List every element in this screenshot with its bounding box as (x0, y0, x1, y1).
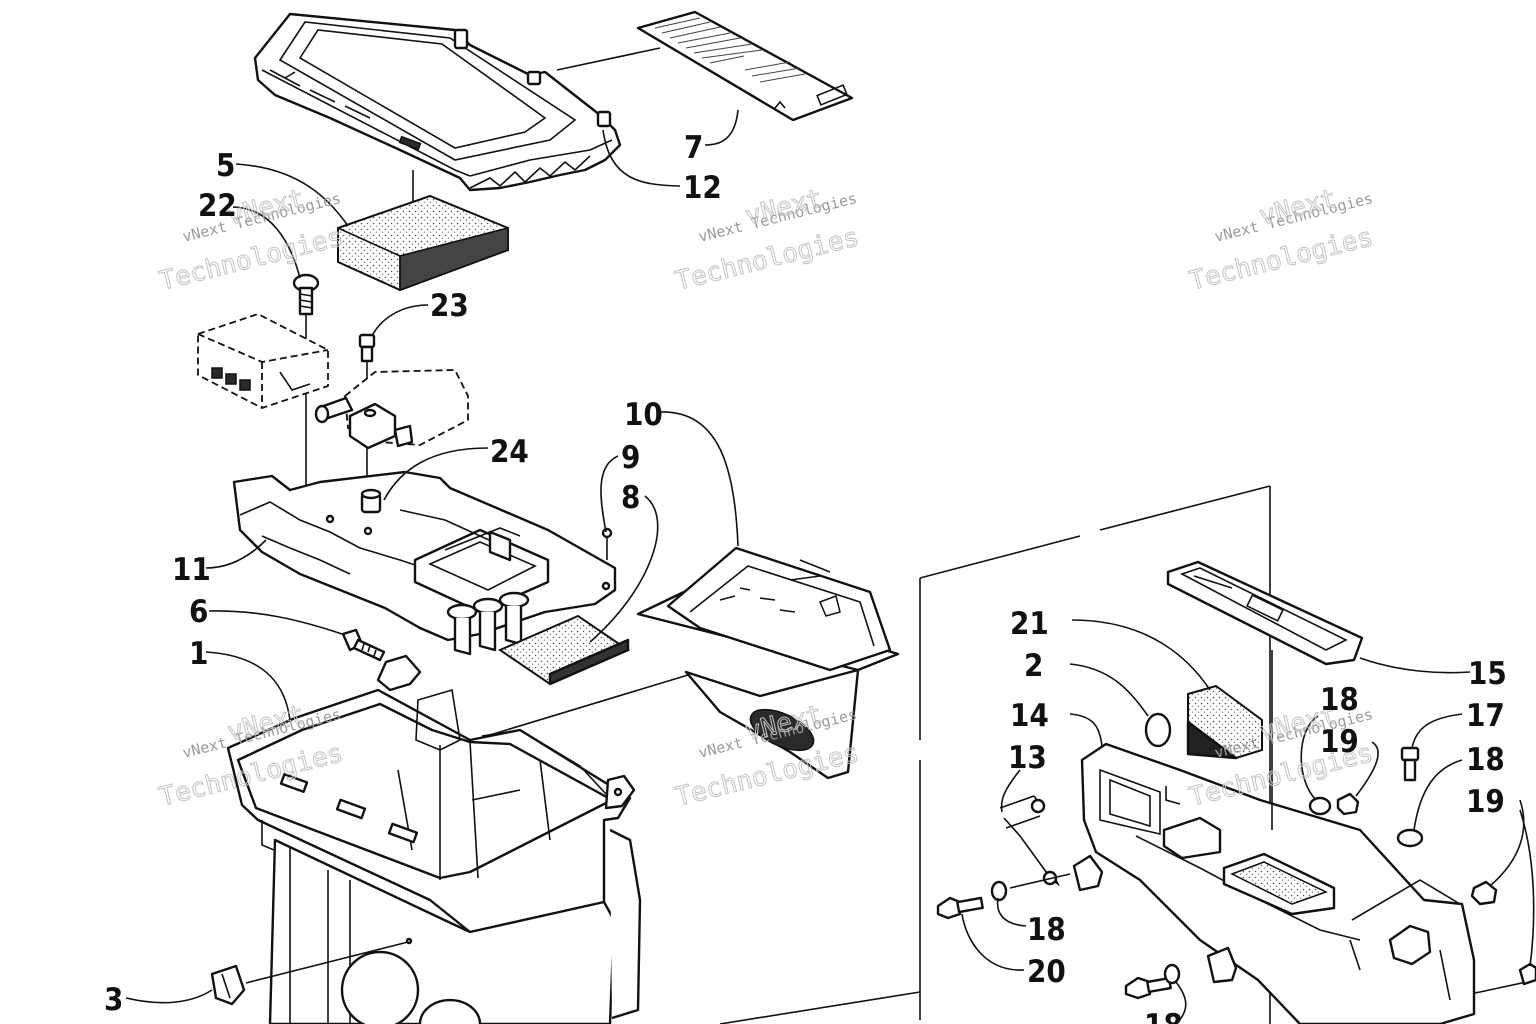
part-19-nut-b (1470, 880, 1498, 906)
part-10-intake-silencer (636, 546, 900, 780)
part-18-washer-b (1396, 828, 1424, 848)
callout-13: 13 (1008, 740, 1047, 776)
callout-9: 9 (621, 440, 640, 476)
callout-5: 5 (216, 148, 235, 184)
callout-18-d: 18 (1144, 1008, 1183, 1024)
part-5-foam-filter (337, 194, 509, 292)
part-grommet-a (1072, 854, 1104, 892)
part-18-washer-c (990, 880, 1008, 902)
callout-17: 17 (1466, 698, 1505, 734)
part-22-screw (292, 273, 320, 316)
part-13-rod (999, 795, 1061, 887)
part-11-electrical-tray (232, 470, 617, 656)
callout-18-b: 18 (1466, 742, 1505, 778)
callout-1: 1 (189, 636, 208, 672)
part-17-bolt (1400, 746, 1420, 782)
callout-23: 23 (430, 288, 469, 324)
cdi-module-outline (197, 313, 329, 409)
callout-10: 10 (624, 397, 663, 433)
callout-3: 3 (104, 982, 123, 1018)
callout-7: 7 (684, 130, 703, 166)
air-box-lower-body (268, 828, 642, 1024)
part-7-decal-label (636, 10, 854, 122)
callout-11: 11 (172, 552, 211, 588)
part-12-air-box-cover (253, 12, 622, 192)
part-21-foam-pad (1186, 684, 1263, 760)
callout-19-a: 19 (1320, 724, 1359, 760)
part-9-screw (601, 527, 613, 560)
part-19-nut-a (1336, 792, 1360, 816)
part-18-washer-a (1308, 796, 1332, 816)
part-15-gasket (1166, 560, 1364, 666)
callout-2: 2 (1024, 648, 1043, 684)
callout-labels: 5 22 7 12 23 10 24 9 8 11 6 1 3 21 2 14 … (104, 130, 1507, 1024)
part-3-clip (210, 964, 246, 1006)
part-20-bolt-lower (1124, 976, 1172, 1000)
part-grommet-b (1206, 946, 1238, 984)
callout-19-b: 19 (1466, 784, 1505, 820)
part-2-plug (1144, 712, 1172, 748)
callout-24: 24 (490, 434, 529, 470)
part-19-nut-c (1518, 962, 1536, 986)
ignition-coil-outline (314, 369, 469, 450)
callout-20: 20 (1027, 954, 1066, 990)
callout-18-a: 18 (1320, 682, 1359, 718)
part-20-bolt (936, 896, 984, 920)
callout-18-c: 18 (1027, 912, 1066, 948)
callout-8: 8 (621, 480, 640, 516)
part-24-spacer (360, 488, 382, 514)
part-14-intake-tube (1080, 742, 1476, 1024)
callout-6: 6 (189, 594, 208, 630)
callout-21: 21 (1010, 606, 1049, 642)
part-23-bolt (358, 333, 376, 363)
callout-22: 22 (198, 188, 237, 224)
callout-14: 14 (1010, 698, 1049, 734)
part-8-foam-strip (497, 614, 631, 686)
part-6-bolt (341, 628, 386, 662)
part-1-air-box (226, 654, 636, 934)
callout-12: 12 (683, 170, 722, 206)
callout-15: 15 (1468, 656, 1507, 692)
part-18-washer-d (1163, 963, 1181, 985)
leader-lines (125, 109, 1535, 1024)
